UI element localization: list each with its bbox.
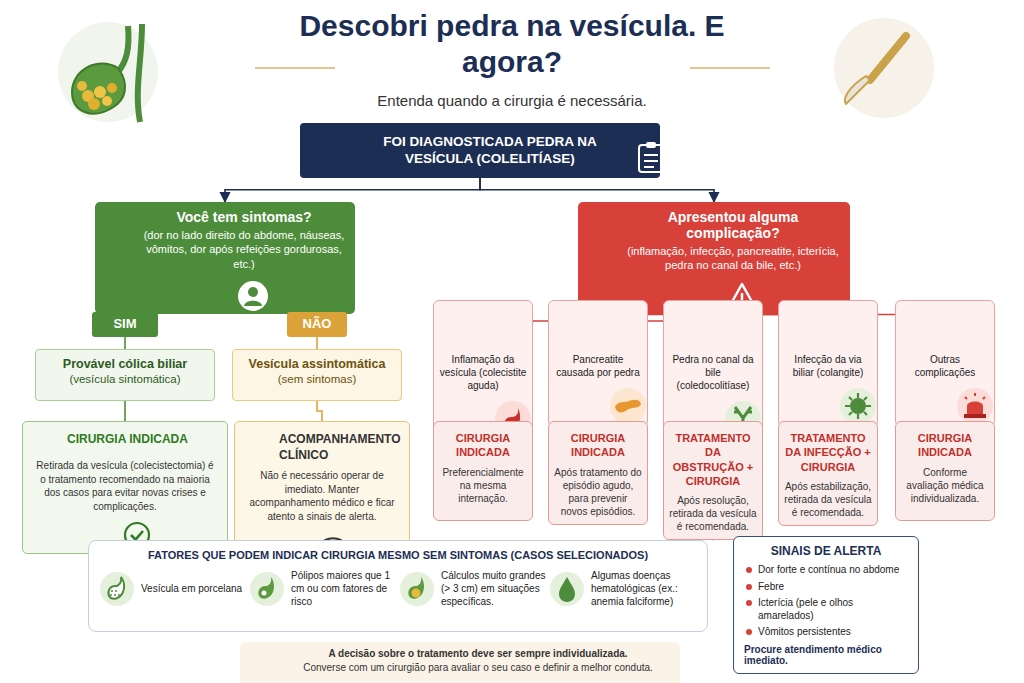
node-heading: CIRURGIA INDICADA xyxy=(33,431,217,453)
node-heading: TRATAMENTO DA OBSTRUÇÃO + CIRURGIA xyxy=(669,431,757,488)
complication-card: Pancreatite causada por pedra xyxy=(548,300,648,427)
node-heading: CIRURGIA INDICADA xyxy=(554,431,642,460)
complication-card: Inflamação da vesícula (colecistite agud… xyxy=(433,300,533,440)
factor-item: Algumas doenças hematológicas (ex.: anem… xyxy=(549,569,697,608)
node-heading: Inflamação da vesícula (colecistite agud… xyxy=(439,353,527,392)
node-body: Após tratamento do episódio agudo, para … xyxy=(554,466,642,518)
result-box: CIRURGIA INDICADA Retirada da vesícula (c… xyxy=(22,421,228,554)
treatment-card: CIRURGIA INDICADA Conforme avaliação médi… xyxy=(895,421,995,521)
alert-item: Icterícia (pele e olhos amarelados) xyxy=(758,597,908,622)
node-body: Retirada da vesícula (colecistectomia) é… xyxy=(33,459,217,513)
node-body: Preferencialmente na mesma internação. xyxy=(439,466,527,505)
alert-item: Procure atendimento médico imediato. xyxy=(744,644,908,666)
node-heading: Infecção da via biliar (colangite) xyxy=(784,353,872,379)
start-box: FOI DIAGNOSTICADA PEDRA NA VESÍCULA (COL… xyxy=(300,123,660,178)
alert-item: Dor forte e contínua no abdome xyxy=(758,564,908,577)
node-heading: Outras complicações xyxy=(901,353,989,379)
gallbladder-illustration xyxy=(58,22,158,122)
factor-icon xyxy=(99,571,135,607)
treatment-card: CIRURGIA INDICADA Preferencialmente na me… xyxy=(433,421,533,521)
node-icon xyxy=(296,679,680,683)
node-heading: FOI DIAGNOSTICADA PEDRA NA VESÍCULA (COL… xyxy=(362,133,618,168)
connector xyxy=(124,337,126,349)
factors-panel: FATORES QUE PODEM INDICAR CIRURGIA MESMO… xyxy=(88,540,708,632)
factor-icon xyxy=(399,571,435,607)
status-box: Vesícula assintomática (sem sintomas) xyxy=(232,349,402,401)
alert-panel: SINAIS DE ALERTA Dor forte e contínua no … xyxy=(733,536,919,674)
panel-heading: FATORES QUE PODEM INDICAR CIRURGIA MESMO… xyxy=(99,549,697,561)
complication-card: Infecção da via biliar (colangite) xyxy=(778,300,878,427)
node-icon xyxy=(636,140,666,179)
node-body: (vesícula sintomática) xyxy=(42,373,208,385)
result-box: ACOMPANHAMENTO CLÍNICO Não é necessário o… xyxy=(234,421,410,558)
connector xyxy=(225,178,480,202)
question-box: Apresentou alguma complicação? (inflamaçã… xyxy=(578,202,850,314)
node-heading: ACOMPANHAMENTO CLÍNICO xyxy=(245,431,399,463)
connector xyxy=(316,337,318,349)
subtitle: Entenda quando a cirurgia é necessária. xyxy=(262,92,762,109)
treatment-card: CIRURGIA INDICADA Após tratamento do epis… xyxy=(548,421,648,525)
node-body: Conforme avaliação médica individualizad… xyxy=(901,466,989,505)
node-heading: CIRURGIA INDICADA xyxy=(901,431,989,460)
factor-text: Vesícula em porcelana xyxy=(141,582,242,595)
node-heading: Pancreatite causada por pedra xyxy=(554,353,642,379)
panel-heading: SINAIS DE ALERTA xyxy=(744,544,908,558)
factor-icon xyxy=(249,571,285,607)
gold-rule xyxy=(690,67,770,69)
node-body: (inflamação, infecção, pancreatite, icte… xyxy=(626,244,840,273)
node-heading: SIM xyxy=(96,316,154,331)
node-body: Converse com um cirurgião para avaliar o… xyxy=(286,661,670,675)
note-box: A decisão sobre o tratamento deve ser se… xyxy=(240,642,680,683)
question-box: Você tem sintomas? (dor no lado direito d… xyxy=(95,202,355,314)
factor-text: Algumas doenças hematológicas (ex.: anem… xyxy=(591,569,697,608)
node-heading: CIRURGIA INDICADA xyxy=(439,431,527,460)
factor-item: Cálculos muito grandes (> 3 cm) em situa… xyxy=(399,569,547,608)
node-heading: Apresentou alguma complicação? xyxy=(626,209,840,241)
node-heading: A decisão sobre o tratamento deve ser se… xyxy=(286,647,670,661)
factor-text: Cálculos muito grandes (> 3 cm) em situa… xyxy=(441,569,547,608)
complication-card: Outras complicações xyxy=(895,300,995,427)
alert-item: Febre xyxy=(758,581,908,594)
node-body: (sem sintomas) xyxy=(239,373,395,385)
factor-item: Vesícula em porcelana xyxy=(99,569,247,608)
factor-text: Pólipos maiores que 1 cm ou com fatores … xyxy=(291,569,397,608)
node-body: Após estabilização, retirada da vesícula… xyxy=(784,480,872,519)
node-heading: Pedra no canal da bile (coledocolitíase) xyxy=(669,353,757,392)
text-wrap: FOI DIAGNOSTICADA PEDRA NA VESÍCULA (COL… xyxy=(362,133,618,168)
node-heading: Vesícula assintomática xyxy=(239,357,395,371)
node-body: (dor no lado direito do abdome, náuseas,… xyxy=(143,228,345,271)
node-icon xyxy=(152,280,354,316)
connector xyxy=(317,401,322,421)
node-heading: Provável cólica biliar xyxy=(42,357,208,371)
node-body: Após resolução, retirada da vesícula é r… xyxy=(669,494,757,533)
factor-icon xyxy=(549,571,585,607)
answer-pill: SIM xyxy=(92,312,158,337)
title: Descobri pedra na vesícula. E agora? xyxy=(262,8,762,80)
answer-pill: NÃO xyxy=(287,312,347,337)
node-heading: Você tem sintomas? xyxy=(143,209,345,225)
gold-rule xyxy=(255,67,335,69)
node-body: Não é necessário operar de imediato. Man… xyxy=(245,469,399,523)
status-box: Provável cólica biliar (vesícula sintomát… xyxy=(35,349,215,401)
node-heading: NÃO xyxy=(291,316,343,331)
factor-item: Pólipos maiores que 1 cm ou com fatores … xyxy=(249,569,397,608)
factor-row: Vesícula em porcelana Pólipos maiores que… xyxy=(99,569,697,608)
alert-item: Vômitos persistentes xyxy=(758,626,908,639)
scalpel-illustration xyxy=(834,18,934,118)
treatment-card: TRATAMENTO DA INFECÇÃO + CIRURGIA Após es… xyxy=(778,421,878,526)
node-heading: TRATAMENTO DA INFECÇÃO + CIRURGIA xyxy=(784,431,872,474)
connector xyxy=(124,401,126,421)
connector xyxy=(480,178,714,202)
treatment-card: TRATAMENTO DA OBSTRUÇÃO + CIRURGIA Após r… xyxy=(663,421,763,540)
complication-card: Pedra no canal da bile (coledocolitíase) xyxy=(663,300,763,440)
